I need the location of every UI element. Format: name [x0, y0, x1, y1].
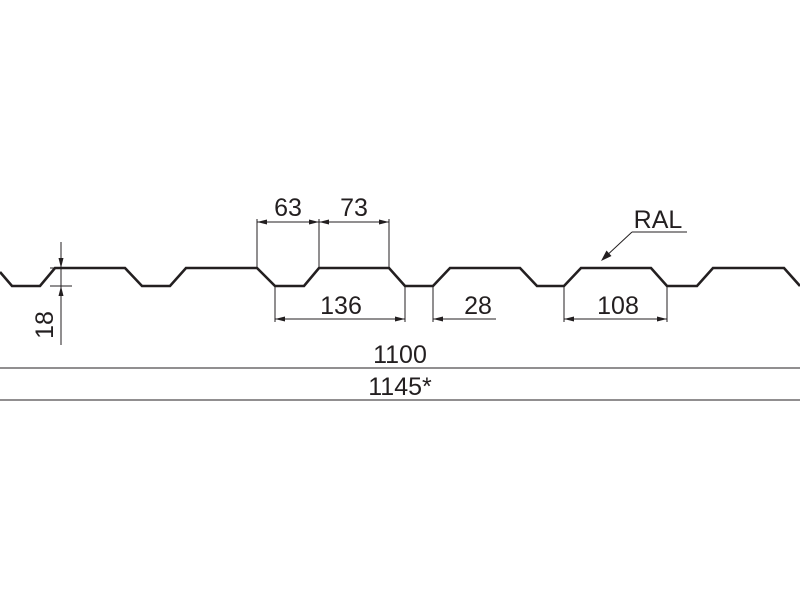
working-width-label: 1100	[373, 341, 427, 369]
coating-label: RAL	[634, 206, 683, 234]
valley-width-label: 28	[464, 292, 492, 320]
total-width-dimension: 1145*	[0, 373, 800, 401]
height-label: 18	[31, 311, 59, 339]
bottom-width-label: 108	[597, 292, 639, 320]
pitch-label: 136	[320, 292, 362, 320]
height-dimension: 18	[31, 242, 72, 345]
top-dimensions: 63 73	[256, 194, 390, 268]
bottom-dimensions: 136 28	[274, 286, 496, 322]
sheet-profile	[0, 266, 800, 288]
crest-width-label: 63	[274, 194, 302, 222]
coating-callout: RAL	[601, 206, 687, 261]
working-width-dimension: 1100	[0, 341, 800, 369]
total-width-label: 1145*	[368, 373, 432, 401]
bottom-width-dimension: 108	[563, 286, 668, 322]
valley-gap-label: 73	[340, 194, 368, 222]
